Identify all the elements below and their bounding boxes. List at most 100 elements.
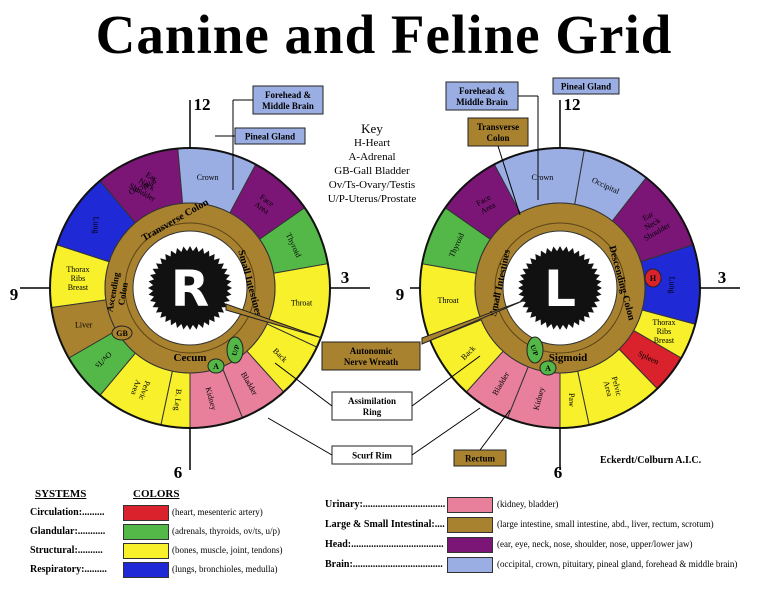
clock-number: 12 [564,95,581,114]
inner-divider [494,222,626,354]
key-heading: Key [361,121,383,136]
inner-divider [124,222,256,354]
label-line: Cecum [174,352,207,364]
callout-line [411,407,481,456]
legend-desc: (large intestine, small intestine, abd.,… [497,519,714,529]
callout-line [267,417,333,456]
label-line: A [213,362,219,371]
legend-swatch [447,537,493,553]
clock-number: 3 [718,268,727,287]
legend-name: Circulation:......... [30,507,105,518]
scurf-callout-label: Scurf Rim [352,451,392,461]
key-line: U/P-Uterus/Prostate [327,193,417,205]
legend-desc: (bones, muscle, joint, tendons) [172,545,283,555]
forehead-callout-label: Forehead & [459,86,506,96]
label-line: Area [602,380,615,398]
iris-zone-label: Crown [532,173,554,182]
label-line: Paw [567,393,576,407]
label-line: Sigmoid [549,352,588,364]
transverse-callout-label: Colon [486,133,509,143]
label-line: H [650,274,657,283]
legend-name: Large & Small Intestinal:.... [325,519,445,530]
forehead-callout-box [252,85,324,115]
inner-label: U/P [528,344,540,358]
clock-number: 6 [554,463,563,482]
up-marker [226,336,244,364]
pupil-letter: L [544,260,576,318]
autonomic-callout-label: Nerve Wreath [344,357,398,367]
key-line: A-Adrenal [348,151,396,163]
legend-name: Urinary:................................… [325,499,446,510]
legend-swatch [447,517,493,533]
label-line: Crown [197,173,219,182]
iris-zone-label: Throat [291,299,313,308]
label-line: Breast [654,336,675,345]
forehead-callout-label: Middle Brain [262,101,314,111]
label-line: Breast [68,283,89,292]
iris-zone-label: Throat [437,296,459,305]
label-line: Lung [667,277,676,294]
clock-number: 3 [341,268,350,287]
label-line: Thorax [66,265,89,274]
label-line: Ribs [71,274,86,283]
legend-swatch [447,497,493,513]
legend-name: Head:...................................… [325,539,444,550]
pineal-callout-label: Pineal Gland [561,82,611,92]
pupil-letter: R [171,260,210,318]
autonomic-pointer [421,299,526,345]
assimilation-callout-box [331,391,413,421]
label-line: Crown [532,173,554,182]
inner-label: A [213,362,219,371]
inner-label: H [650,274,657,283]
transverse-callout-box [467,117,529,147]
iris-zone-label: Lung [667,277,676,294]
autonomic-callout-box [321,341,421,371]
legend-desc: (adrenals, thyroids, ov/ts, u/p) [172,526,280,536]
forehead-callout-label: Middle Brain [456,97,508,107]
clock-number: 6 [174,463,183,482]
inner-label: Sigmoid [549,352,588,364]
clock-number: 9 [396,285,405,304]
legend-swatch [123,505,169,521]
label-line: Throat [291,299,313,308]
pupil-starburst [518,246,602,330]
key-line: GB-Gall Bladder [334,165,410,177]
autonomic-pointer [225,303,323,339]
assimilation-callout-label: Assimilation [348,396,396,406]
iris-zone-label: PelvicArea [601,375,624,399]
legend-desc: (kidney, bladder) [497,499,559,509]
legend-desc: (ear, eye, neck, nose, shoulder, nose, u… [497,539,693,549]
label-line: B. Leg [172,389,183,411]
legend-colors-header: COLORS [133,488,180,500]
inner-label: AscendingColon [105,271,132,314]
inner-label: GB [116,329,128,338]
label-line: Colon [116,282,130,306]
pupil-starburst [148,246,232,330]
label-line: Thorax [652,318,675,327]
callout-line [411,355,481,407]
legend-swatch [123,562,169,578]
forehead-callout-label: Forehead & [265,90,312,100]
legend-desc: (occipital, crown, pituitary, pineal gla… [497,559,738,569]
key-box: Key H-Heart A-Adrenal GB-Gall Bladder Ov… [312,122,432,206]
up-marker [526,336,544,364]
callout-line [497,145,521,216]
legend-desc: (heart, mesenteric artery) [172,507,263,517]
label-line: U/P [528,344,540,358]
credit-text: Eckerdt/Colburn A.I.C. [600,455,702,466]
inner-label: Cecum [174,352,207,364]
label-line: Throat [437,296,459,305]
iris-zone-label: Lung [92,217,101,234]
label-line: Liver [75,321,93,330]
transverse-callout-label: Transverse [477,122,519,132]
legend-swatch [447,557,493,573]
legend-swatch [123,524,169,540]
page-title: Canine and Feline Grid [95,4,673,65]
iris-zone-label: Crown [197,173,219,182]
